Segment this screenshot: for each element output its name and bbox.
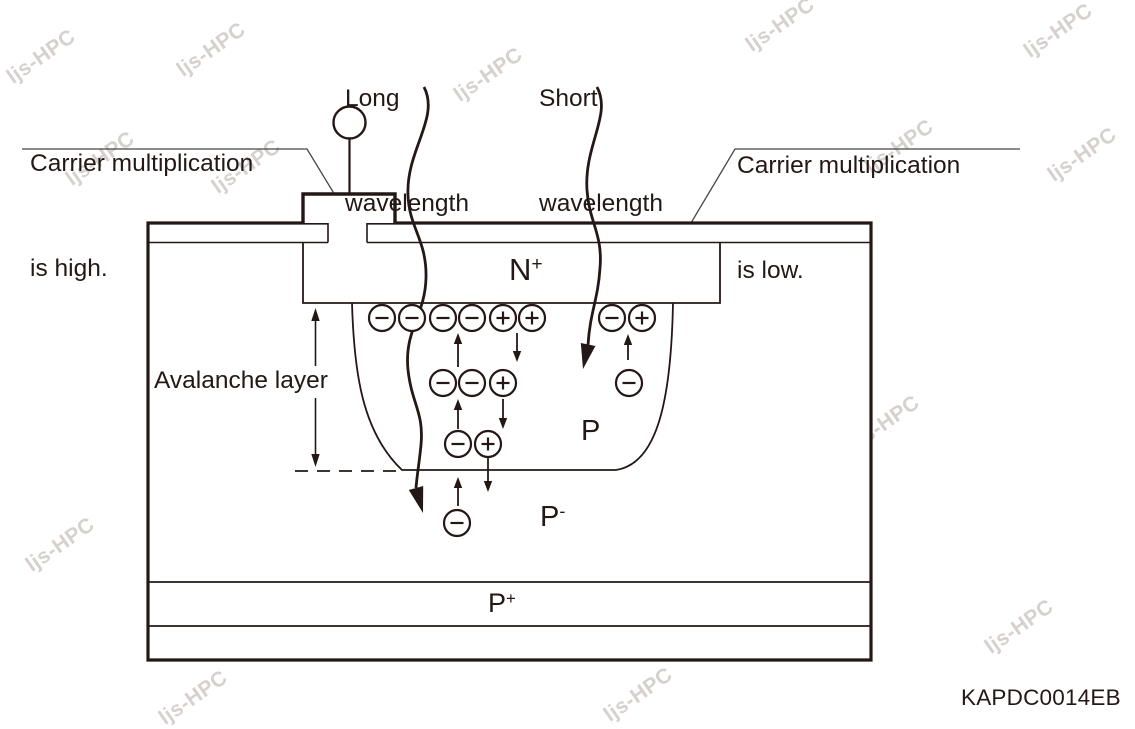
short-wavelength-line1: Short	[539, 85, 598, 112]
n-plus-region-outline	[302, 242, 721, 304]
long-wavelength-line2: wavelength	[345, 190, 469, 217]
minus-charge-icon	[614, 368, 644, 398]
minus-charge-icon	[457, 303, 487, 333]
drift-arrows-layer	[453, 333, 633, 506]
carrier-drift-arrow	[453, 477, 463, 506]
plus-charge-icon	[488, 303, 518, 333]
p-base: P	[581, 415, 601, 447]
arrowhead-up-icon	[311, 308, 320, 321]
watermark-text: ljs-HPC	[600, 663, 677, 727]
watermark-text: ljs-HPC	[173, 18, 250, 82]
watermark-text: ljs-HPC	[742, 0, 819, 57]
p-plus-base: P	[488, 588, 507, 618]
minus-charge-icon	[597, 303, 627, 333]
carrier-drift-arrow	[498, 399, 508, 429]
minus-charge-icon	[428, 303, 458, 333]
plus-charge-icon	[488, 368, 518, 398]
short-wavelength-line2: wavelength	[539, 190, 663, 217]
p-minus-sup: -	[559, 501, 566, 522]
plus-charge-icon	[473, 429, 503, 459]
p-plus-region-label: P+	[488, 588, 516, 619]
short-wavelength-ray-arrow	[580, 86, 603, 369]
p-minus-region-label: P-	[540, 501, 565, 534]
carrier-low-line2: is low.	[737, 257, 804, 284]
carrier-drift-arrow	[453, 333, 463, 367]
plus-charge-icon	[627, 303, 657, 333]
carrier-drift-arrow	[512, 333, 522, 362]
minus-charge-icon	[443, 429, 473, 459]
minus-charge-icon	[428, 368, 458, 398]
p-region-label: P	[581, 415, 600, 448]
minus-charge-icon	[457, 368, 487, 398]
n-plus-region-label: N+	[509, 252, 543, 288]
avalanche-layer-text: Avalanche layer	[154, 367, 328, 394]
terminal-circle-icon	[332, 105, 367, 140]
contact-window-edges	[327, 223, 368, 243]
p-region-boundary	[351, 302, 674, 471]
part-number: KAPDC0014EB	[961, 685, 1121, 711]
carrier-low-label: Carrier multiplication is low.	[737, 78, 960, 358]
carrier-high-line1: Carrier multiplication	[30, 150, 254, 177]
minus-charge-icon	[397, 303, 427, 333]
watermark-text: ljs-HPC	[155, 666, 232, 729]
arrowhead-down-icon	[311, 454, 320, 467]
minus-charge-icon	[367, 303, 397, 333]
ray-arrowhead-icon	[408, 486, 424, 513]
part-number-text: KAPDC0014EB	[961, 685, 1121, 710]
minus-charge-icon	[442, 508, 472, 538]
watermark-text: ljs-HPC	[981, 595, 1058, 659]
p-minus-base: P	[540, 501, 560, 533]
long-wavelength-line1: Long	[345, 85, 400, 112]
carrier-high-label: Carrier multiplication is high.	[30, 76, 253, 356]
avalanche-layer-label: Avalanche layer	[153, 366, 332, 398]
plus-charge-icon	[517, 303, 547, 333]
electrode-cap	[301, 192, 397, 223]
watermark-text: ljs-HPC	[22, 513, 99, 577]
carrier-drift-arrow	[483, 458, 493, 492]
carrier-drift-arrow	[453, 399, 463, 429]
carrier-high-line2: is high.	[30, 255, 108, 282]
watermark-text: ljs-HPC	[1044, 123, 1121, 187]
ray-arrowhead-icon	[580, 343, 596, 369]
long-wavelength-label: Long wavelength	[345, 11, 469, 291]
watermark-text: ljs-HPC	[1020, 0, 1097, 63]
short-wavelength-label: Short wavelength	[539, 11, 663, 291]
n-plus-sup: +	[531, 254, 543, 276]
device-outline	[146, 221, 873, 662]
carrier-drift-arrow	[623, 334, 633, 360]
charges-layer	[367, 303, 657, 538]
n-plus-base: N	[509, 252, 532, 287]
carrier-low-line1: Carrier multiplication	[737, 152, 961, 179]
p-plus-sup: +	[506, 588, 516, 608]
